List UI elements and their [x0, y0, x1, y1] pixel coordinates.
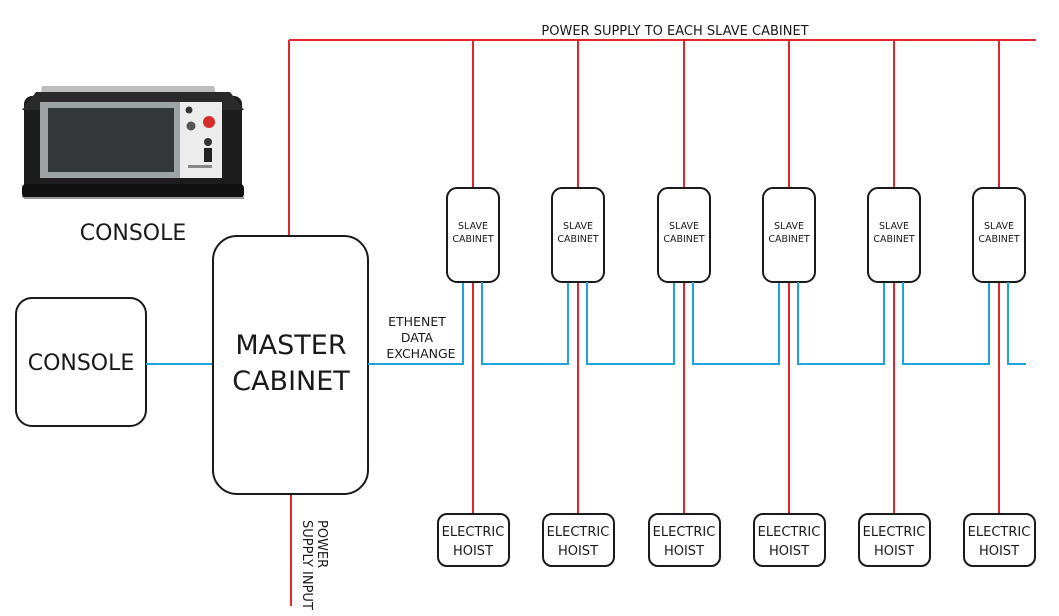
data-link-5 [797, 282, 885, 365]
electric-hoist-label-5-line2: HOIST [874, 544, 914, 559]
electric-hoist-label-3-line2: HOIST [664, 544, 704, 559]
electric-hoist-label-6-line1: ELECTRIC [968, 525, 1031, 540]
slave-cabinet-label-6-line1: SLAVE [984, 221, 1014, 232]
electric-hoist-label-3-line1: ELECTRIC [653, 525, 716, 540]
slave-cabinet-6 [972, 187, 1026, 283]
electric-hoist-4 [753, 513, 826, 567]
emergency-stop-icon [203, 116, 215, 128]
electric-hoist-label-2-line2: HOIST [558, 544, 598, 559]
power-bus: POWER SUPPLY TO EACH SLAVE CABINET [288, 24, 1036, 236]
electric-hoist-label-1-line2: HOIST [453, 544, 493, 559]
data-link-master-to-slave-1 [368, 282, 464, 365]
slave-cabinet-3 [657, 187, 711, 283]
slave-cabinet-label-3-line2: CABINET [663, 234, 705, 245]
power-input-label-line1: POWER [314, 520, 329, 568]
electric-hoist-label-6-line2: HOIST [979, 544, 1019, 559]
ethernet-label-line1: ETHENET [388, 314, 446, 329]
slave-cabinet-4 [762, 187, 816, 283]
electric-hoist-2 [542, 513, 615, 567]
electric-hoist-1 [437, 513, 510, 567]
electric-hoist-label-4-line2: HOIST [769, 544, 809, 559]
ethernet-label-line2: DATA [401, 330, 434, 345]
console-photo-caption: CONSOLE [80, 221, 187, 246]
electric-hoist-label-5-line1: ELECTRIC [863, 525, 926, 540]
data-link-2 [481, 282, 569, 365]
slave-cabinet-label-1-line1: SLAVE [458, 221, 488, 232]
slave-cabinet-5 [867, 187, 921, 283]
data-link-4 [692, 282, 780, 365]
slave-units: SLAVE CABINET ELECTRIC HOIST SLAVE CABINET ELE… [368, 40, 1036, 567]
slave-cabinet-label-5-line2: CABINET [873, 234, 915, 245]
slave-cabinet-label-4-line1: SLAVE [774, 221, 804, 232]
electric-hoist-6 [963, 513, 1036, 567]
master-cabinet-line1: MASTER [235, 330, 346, 361]
electric-hoist-3 [648, 513, 721, 567]
console-device-illustration: CONSOLE [22, 86, 244, 246]
electric-hoist-label-1-line1: ELECTRIC [442, 525, 505, 540]
console-box: CONSOLE [15, 297, 147, 427]
data-link-3 [586, 282, 675, 365]
master-cabinet: MASTER CABINET [212, 235, 369, 495]
slave-cabinet-1 [446, 187, 500, 283]
ethernet-label-line3: EXCHANGE [386, 346, 455, 361]
ethernet-link: ETHENET DATA EXCHANGE [386, 314, 455, 361]
electric-hoist-label-2-line1: ELECTRIC [547, 525, 610, 540]
slave-cabinet-2 [551, 187, 605, 283]
power-bus-label: POWER SUPPLY TO EACH SLAVE CABINET [541, 24, 808, 39]
electric-hoist-5 [858, 513, 931, 567]
slave-cabinet-label-2-line1: SLAVE [563, 221, 593, 232]
electric-hoist-label-4-line1: ELECTRIC [758, 525, 821, 540]
data-link-6 [902, 282, 990, 365]
power-input-line: POWER SUPPLY INPUT [290, 494, 329, 610]
slave-cabinet-label-2-line2: CABINET [557, 234, 599, 245]
slave-cabinet-label-5-line1: SLAVE [879, 221, 909, 232]
console-screen [48, 108, 174, 172]
joystick-icon [204, 148, 212, 162]
power-input-label-line2: SUPPLY INPUT [299, 520, 314, 610]
slave-cabinet-label-1-line2: CABINET [452, 234, 494, 245]
master-cabinet-line2: CABINET [232, 366, 350, 397]
slave-cabinet-label-4-line2: CABINET [768, 234, 810, 245]
slave-cabinet-label-3-line1: SLAVE [669, 221, 699, 232]
slave-cabinet-label-6-line2: CABINET [978, 234, 1020, 245]
data-link-continuation [1007, 282, 1026, 365]
console-box-label: CONSOLE [28, 351, 135, 376]
